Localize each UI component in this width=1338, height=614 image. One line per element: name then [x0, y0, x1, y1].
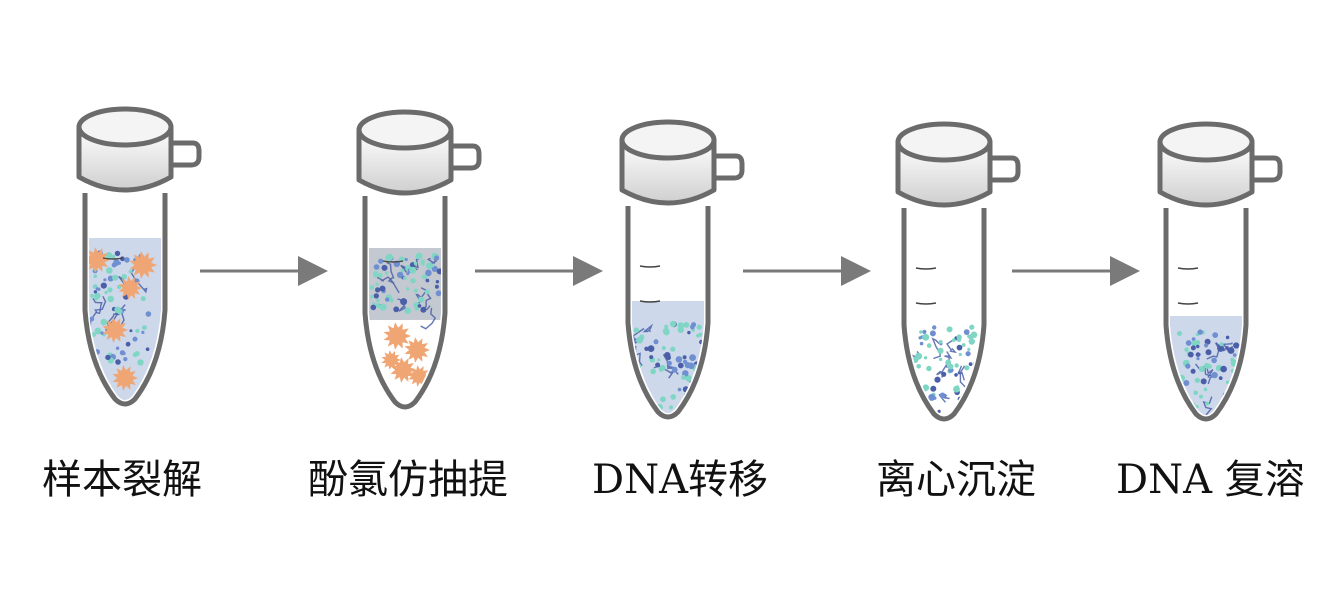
graduation-mark [915, 267, 937, 270]
dna-pellet [908, 324, 980, 415]
tube-contents [369, 248, 441, 387]
step-label-sample-lysis: 样本裂解 [42, 457, 202, 503]
tube-sample-lysis [76, 106, 202, 407]
tube-centrifuge-precipitation [895, 121, 1021, 422]
tube-dna-transfer [619, 119, 745, 420]
step-label-dna-redissolve: DNA 复溶 [1116, 457, 1305, 503]
step-label-phenol-chloroform: 酚氯仿抽提 [308, 457, 508, 503]
tube-cap [76, 106, 174, 193]
cell-debris [118, 276, 142, 300]
graduation-mark [1177, 267, 1199, 270]
tube-cap [619, 119, 717, 206]
graduation-mark [639, 265, 661, 268]
tube-cap [1157, 121, 1255, 208]
tube-body [82, 193, 168, 407]
dna-strands [369, 252, 441, 330]
step-label-dna-transfer: DNA转移 [592, 457, 768, 503]
tube-dna-redissolve [1157, 121, 1283, 422]
step-label-centrifuge: 离心沉淀 [876, 457, 1036, 503]
cap-hinge-tab [710, 153, 745, 181]
tube-cap [356, 109, 454, 196]
tube-body [1163, 208, 1249, 422]
organic-phase-debris [408, 365, 430, 387]
graduation-mark [1177, 302, 1199, 305]
graduation-mark [382, 260, 404, 263]
tube-cap [895, 121, 993, 208]
tube-contents [908, 324, 980, 415]
graduation-mark [915, 302, 937, 305]
graduation-mark [102, 257, 124, 260]
organic-phase-debris [383, 322, 411, 350]
tube-body [362, 196, 448, 410]
cell-debris [112, 365, 138, 391]
organic-phase-debris [381, 350, 401, 370]
cap-hinge-tab [1248, 155, 1283, 183]
cap-hinge-tab [167, 140, 202, 168]
cell-debris [129, 251, 157, 279]
organic-phase-debris [404, 337, 430, 363]
cap-hinge-tab [986, 155, 1021, 183]
tube-phenol-chloroform-extraction [356, 109, 482, 410]
cell-debris [89, 247, 110, 273]
cap-hinge-tab [447, 143, 482, 171]
tube-body [625, 206, 711, 420]
tube-body [901, 208, 987, 422]
cell-debris [102, 317, 128, 343]
graduation-mark [639, 300, 661, 303]
